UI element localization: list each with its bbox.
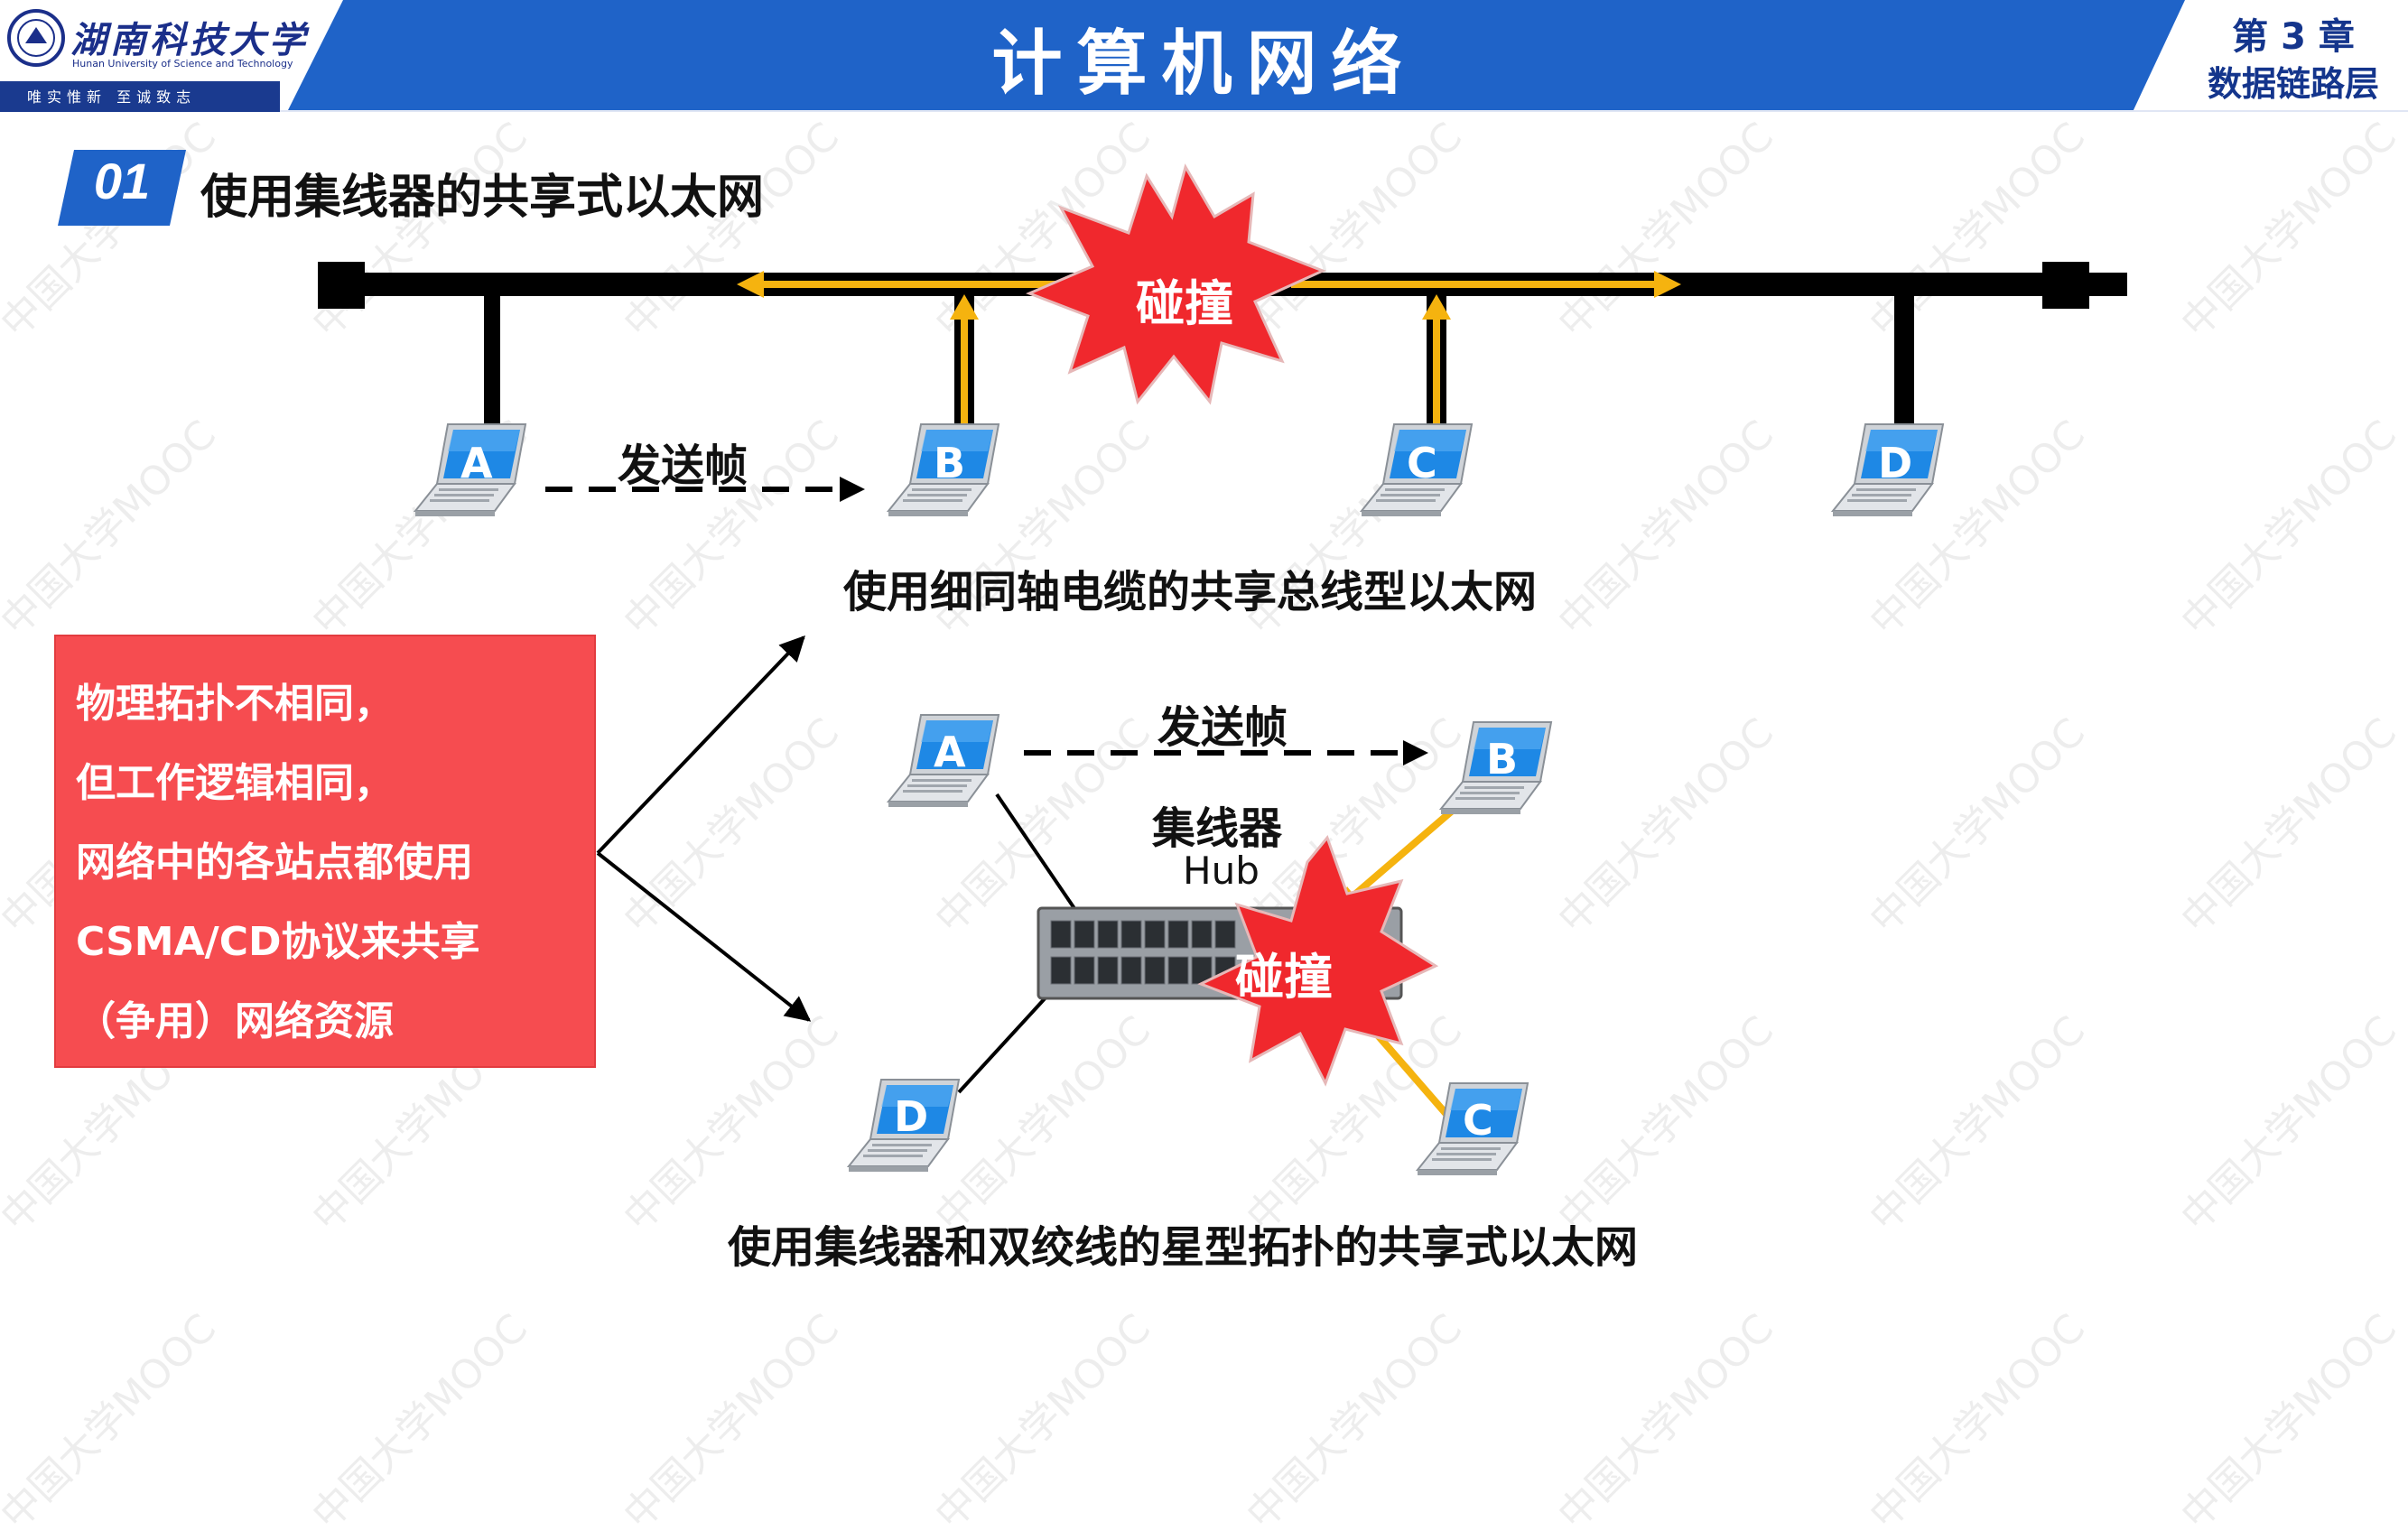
send-frame-label-top: 发送帧 (618, 441, 748, 491)
hub-port (1120, 956, 1142, 985)
section-number-badge (58, 150, 186, 226)
university-motto: 唯实惟新 至诚致志 (27, 88, 197, 106)
course-title: 计算机网络 (991, 23, 1417, 105)
header-bar: 湖南科技大学 Hunan University of Science and T… (0, 0, 2408, 112)
signal-c-up (1433, 307, 1440, 441)
drop-cable-d (1894, 296, 1914, 441)
callout-line-4: CSMA/CD协议来共享 (76, 919, 480, 965)
collision-label-bottom: 碰撞 (1235, 949, 1333, 1006)
ethernet-diagram (318, 163, 2127, 1176)
bus-caption: 使用细同轴电缆的共享总线型以太网 (843, 567, 1538, 617)
signal-right-arrowhead (1654, 271, 1681, 298)
host-label-b-bottom: B (1486, 735, 1519, 784)
twisted-pair-d (957, 982, 1060, 1094)
section-title: 使用集线器的共享式以太网 (200, 171, 765, 225)
twisted-pair-b-signal (1343, 804, 1458, 906)
university-name: 湖南科技大学 (70, 19, 309, 61)
signal-b-arrow (950, 294, 979, 320)
send-frame-arrowhead-bottom (1403, 740, 1428, 765)
hub-port (1074, 956, 1095, 985)
signal-b-up (961, 307, 968, 441)
signal-b-left (757, 281, 1082, 288)
university-logo: 湖南科技大学 Hunan University of Science and T… (7, 7, 305, 107)
hub-port (1167, 920, 1189, 949)
callout-line-3: 网络中的各站点都使用 (76, 840, 473, 886)
drop-cable-a (484, 296, 500, 441)
callout-line-1: 物理拓扑不相同， (76, 681, 394, 727)
signal-c-right (1291, 281, 1661, 288)
hub-port (1191, 920, 1213, 949)
host-label-c-bottom: C (1463, 1096, 1493, 1145)
host-label-d-top: D (1878, 439, 1913, 487)
hub-port (1050, 956, 1072, 985)
signal-left-arrowhead (737, 271, 764, 298)
host-label-c-top: C (1407, 439, 1437, 487)
callout-line-5: （争用）网络资源 (76, 998, 394, 1044)
hub-port (1074, 920, 1095, 949)
collision-burst-bottom (1197, 834, 1439, 1087)
hub-label: 集线器 (1152, 803, 1283, 854)
host-label-a-bottom: A (934, 728, 966, 776)
hub-port (1097, 956, 1119, 985)
bus-terminator-left (318, 262, 365, 309)
host-label-d-bottom: D (894, 1092, 929, 1141)
twisted-pair-a (995, 793, 1087, 926)
hub-port (1097, 920, 1119, 949)
callout-line-2: 但工作逻辑相同， (76, 760, 394, 806)
host-label-b-top: B (934, 439, 966, 487)
header-background (0, 0, 2408, 112)
signal-c-arrow (1422, 294, 1451, 320)
send-frame-arrowhead-top (840, 477, 865, 502)
host-label-a-top: A (460, 439, 493, 487)
university-emblem-icon (7, 9, 65, 67)
chapter-number: 第 3 章 (2232, 16, 2355, 58)
callout-box: 物理拓扑不相同， 但工作逻辑相同， 网络中的各站点都使用 CSMA/CD协议来共… (54, 635, 596, 1068)
collision-burst-top (1026, 163, 1326, 405)
chapter-name: 数据链路层 (2207, 64, 2379, 104)
hub-label-en: Hub (1183, 849, 1260, 893)
callout-arrow-to-bus (596, 635, 805, 855)
hub-port (1120, 920, 1142, 949)
collision-label-top: 碰撞 (1136, 275, 1233, 332)
callout-arrow-to-star (596, 851, 812, 1022)
hub-port (1167, 956, 1189, 985)
hub-port (1144, 920, 1166, 949)
university-name-en: Hunan University of Science and Technolo… (72, 58, 293, 70)
hub-port (1050, 920, 1072, 949)
star-caption: 使用集线器和双绞线的星型拓扑的共享式以太网 (728, 1222, 1639, 1273)
bus-terminator-right (2042, 262, 2089, 309)
hub-port (1144, 956, 1166, 985)
send-frame-label-bottom: 发送帧 (1158, 702, 1288, 753)
hub-port (1214, 920, 1236, 949)
section-number: 01 (93, 153, 151, 209)
